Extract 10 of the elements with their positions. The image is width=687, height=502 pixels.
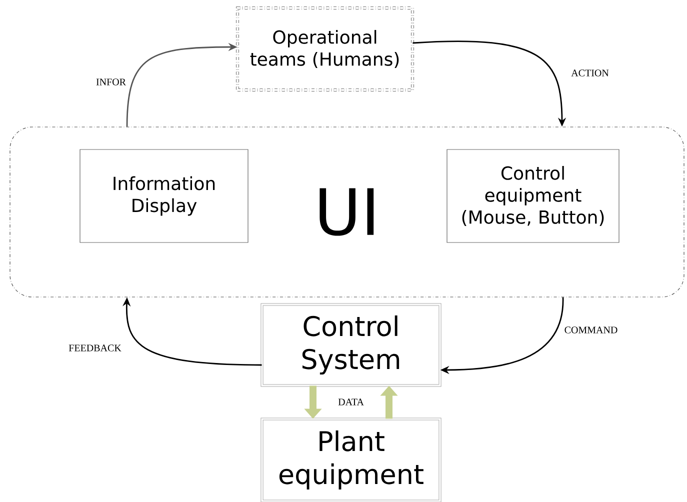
edge-label: ACTION [570, 68, 610, 78]
process-box: Plant equipment [260, 418, 442, 502]
edge-label: FEEDBACK [68, 344, 122, 352]
edge-label: COMMAND [563, 326, 619, 334]
process-box: Operational teams (Humans) [236, 6, 414, 92]
process-box: Information Display [80, 149, 248, 243]
edge-label: DATA [337, 398, 365, 406]
edge-label: INFOR [95, 78, 127, 86]
process-box: Control System [260, 303, 442, 387]
process-box: Control equipment (Mouse, Button) [446, 149, 620, 243]
